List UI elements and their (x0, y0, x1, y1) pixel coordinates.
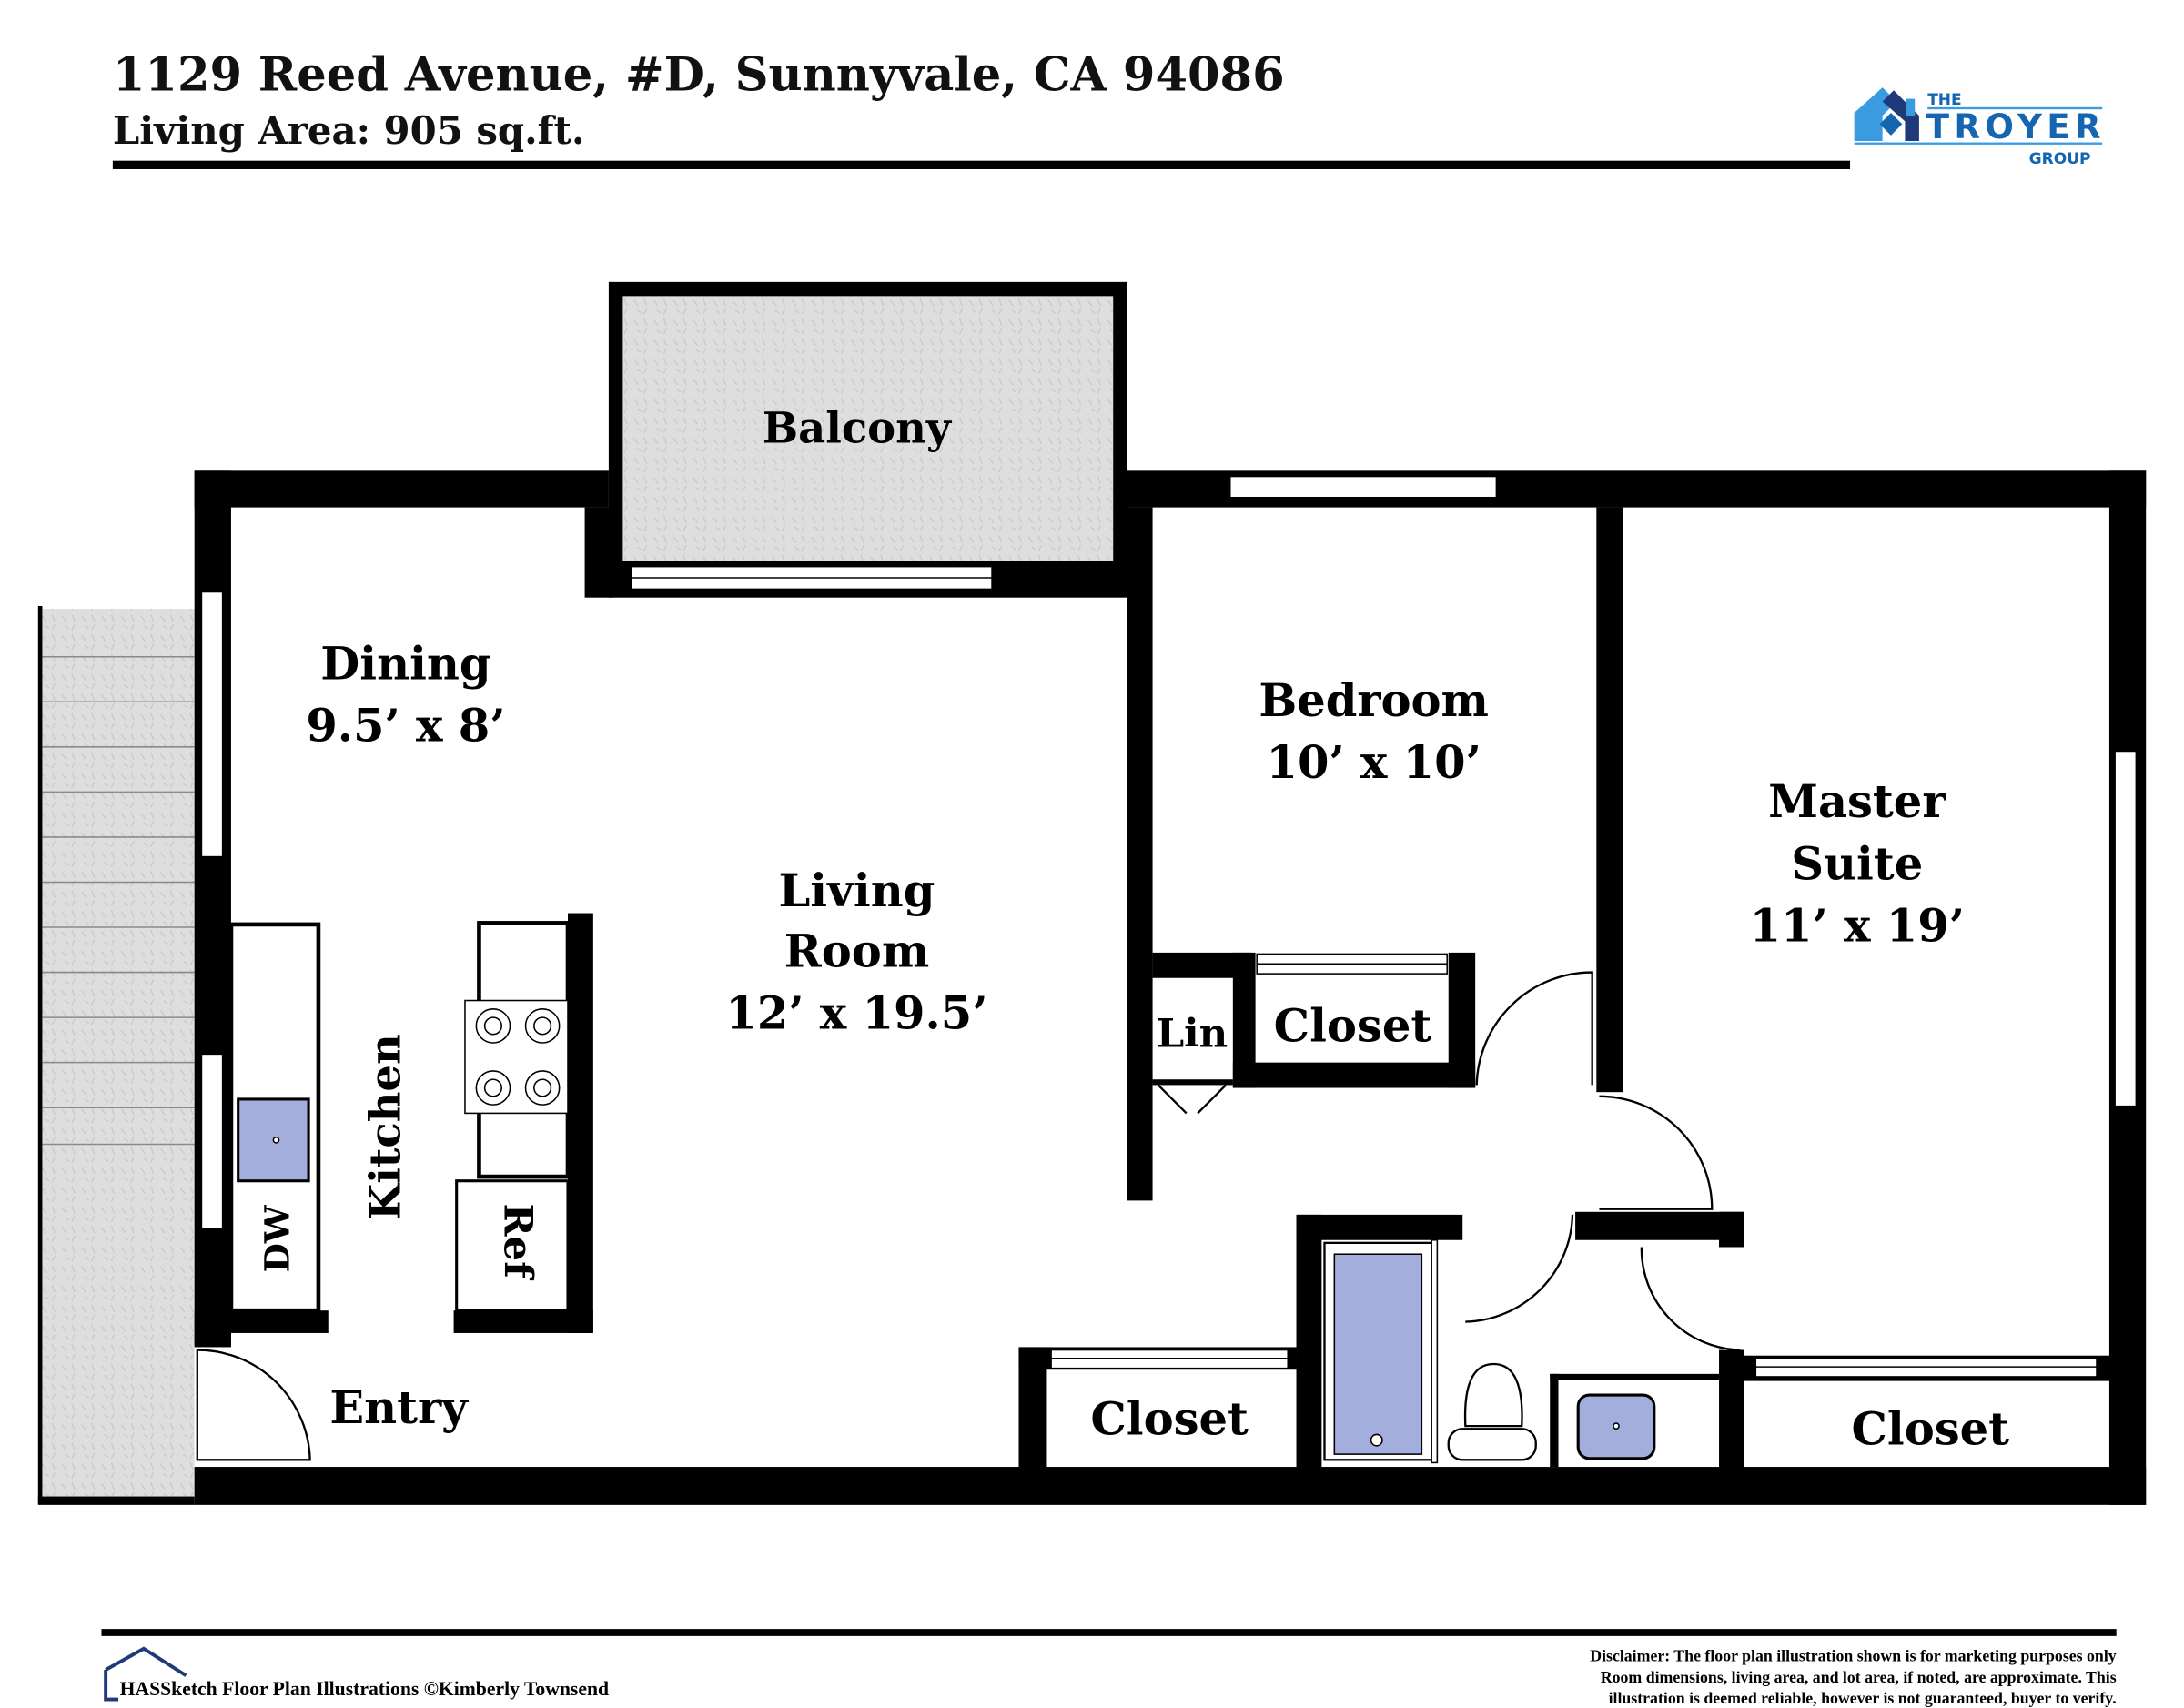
living-area: Living Area: 905 sq.ft. (113, 108, 585, 153)
disclaimer-line-1: Disclaimer: The floor plan illustration … (1590, 1647, 2117, 1665)
balcony: Balcony (608, 281, 1127, 598)
master-dimensions: 11’ x 19’ (1750, 898, 1965, 952)
bedroom-door[interactable] (1475, 971, 1593, 1086)
bedroom-dimensions: 10’ x 10’ (1266, 735, 1481, 789)
exterior-stairs (37, 605, 195, 1504)
entry-door[interactable] (196, 1349, 311, 1461)
footer-credit: HASSketch Floor Plan Illustrations ©Kimb… (120, 1678, 609, 1700)
hall-closet: Closet (1018, 1347, 1297, 1469)
hall-closet-label: Closet (1090, 1391, 1249, 1445)
balcony-label: Balcony (763, 402, 953, 452)
refrigerator (455, 1179, 570, 1312)
window (2114, 750, 2138, 1107)
logo-house-dark (1882, 90, 1919, 142)
footer-rule (101, 1629, 2117, 1636)
bathroom (1296, 1211, 1744, 1469)
window (1228, 475, 1498, 499)
sliding-door (1754, 1358, 2098, 1378)
bedroom-closet: Lin Closet (1152, 952, 1476, 1115)
hassketch-logo (104, 1646, 187, 1702)
lin-label: Lin (1157, 1011, 1228, 1057)
dw-label: DW (257, 1204, 297, 1272)
logo-the: THE (1927, 91, 1961, 109)
disclaimer-line-2: Room dimensions, living area, and lot ar… (1601, 1668, 2117, 1686)
living-label-2: Room (784, 924, 930, 977)
master-closet-label: Closet (1852, 1401, 2010, 1455)
header-rule (112, 160, 1851, 169)
bath-door[interactable] (1465, 1214, 1574, 1323)
bedroom-closet-label: Closet (1274, 998, 1432, 1052)
living-label: Living (778, 864, 935, 917)
master-label: Master (1768, 774, 1946, 828)
master-closet: Closet (1744, 1355, 2111, 1455)
kitchen-label: Kitchen (360, 1034, 410, 1220)
entry-label: Entry (329, 1380, 469, 1434)
dining-dimensions: 9.5’ x 8’ (306, 699, 505, 753)
troyer-group-logo: THE TROYER GROUP (1854, 87, 2103, 168)
toilet (1447, 1362, 1537, 1461)
window (200, 591, 224, 858)
ref-label: Ref (494, 1204, 541, 1281)
master-closet-door-swing[interactable] (1640, 1247, 1741, 1351)
stove (464, 999, 569, 1115)
bedroom-label: Bedroom (1259, 673, 1489, 727)
master-label-2: Suite (1791, 836, 1923, 890)
window (200, 1053, 224, 1230)
disclaimer-line-3: illustration is deemed reliable, however… (1609, 1689, 2117, 1707)
address-title: 1129 Reed Avenue, #D, Sunnyvale, CA 9408… (113, 47, 1285, 102)
dining-label: Dining (320, 637, 490, 691)
master-door[interactable] (1599, 1095, 1714, 1210)
living-dimensions: 12’ x 19.5’ (725, 986, 987, 1040)
walls (37, 470, 2147, 1505)
kitchen: DW Kitchen Ref (228, 913, 593, 1333)
logo-group: GROUP (2029, 150, 2091, 168)
logo-troyer: TROYER (1926, 107, 2101, 147)
